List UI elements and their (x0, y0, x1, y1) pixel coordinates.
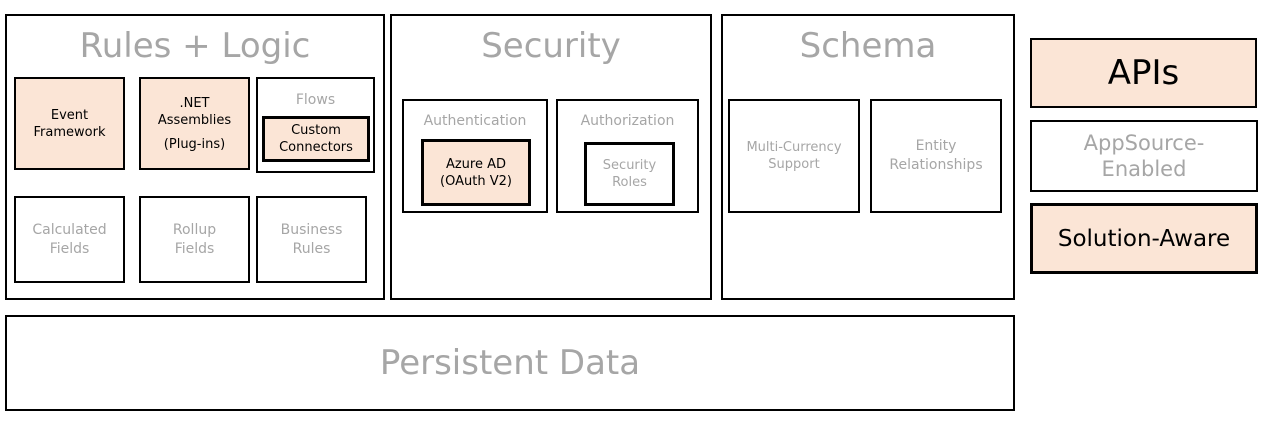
security-roles-box: Security Roles (584, 142, 675, 206)
schema-title: Schema (799, 26, 937, 66)
authentication-label: Authentication (423, 113, 527, 129)
business-rules-label: Business Rules (280, 221, 343, 257)
entity-relationships-label: Entity Relationships (889, 138, 983, 173)
apis-tile: APIs (1030, 38, 1257, 108)
persistent-data-bar: Persistent Data (5, 315, 1015, 411)
azure-ad-label: Azure AD (OAuth V2) (440, 156, 512, 189)
net-assemblies-box: .NET Assemblies (Plug-ins) (139, 77, 250, 170)
appsource-enabled-tile: AppSource- Enabled (1030, 120, 1258, 192)
multi-currency-label: Multi-Currency Support (746, 140, 842, 172)
business-rules-box: Business Rules (256, 196, 367, 283)
event-framework-label: Event Framework (33, 107, 106, 140)
appsource-enabled-label: AppSource- Enabled (1083, 131, 1205, 181)
custom-connectors-box: Custom Connectors (262, 116, 370, 162)
multi-currency-box: Multi-Currency Support (728, 99, 860, 213)
custom-connectors-label: Custom Connectors (279, 123, 353, 155)
rollup-fields-box: Rollup Fields (139, 196, 250, 283)
azure-ad-box: Azure AD (OAuth V2) (421, 139, 531, 206)
rules-logic-title: Rules + Logic (79, 26, 311, 66)
security-roles-label: Security Roles (602, 158, 657, 190)
plugins-label: (Plug-ins) (163, 137, 226, 152)
apis-label: APIs (1107, 53, 1180, 93)
solution-aware-label: Solution-Aware (1057, 225, 1231, 252)
event-framework-box: Event Framework (14, 77, 125, 170)
entity-relationships-box: Entity Relationships (870, 99, 1002, 213)
flows-label: Flows (295, 92, 336, 108)
authorization-label: Authorization (580, 113, 675, 129)
calculated-fields-box: Calculated Fields (14, 196, 125, 283)
rollup-fields-label: Rollup Fields (172, 221, 217, 257)
net-assemblies-label: .NET Assemblies (157, 96, 232, 128)
persistent-data-label: Persistent Data (379, 343, 641, 383)
calculated-fields-label: Calculated Fields (32, 221, 107, 257)
solution-aware-tile: Solution-Aware (1030, 203, 1258, 274)
security-title: Security (481, 26, 621, 66)
